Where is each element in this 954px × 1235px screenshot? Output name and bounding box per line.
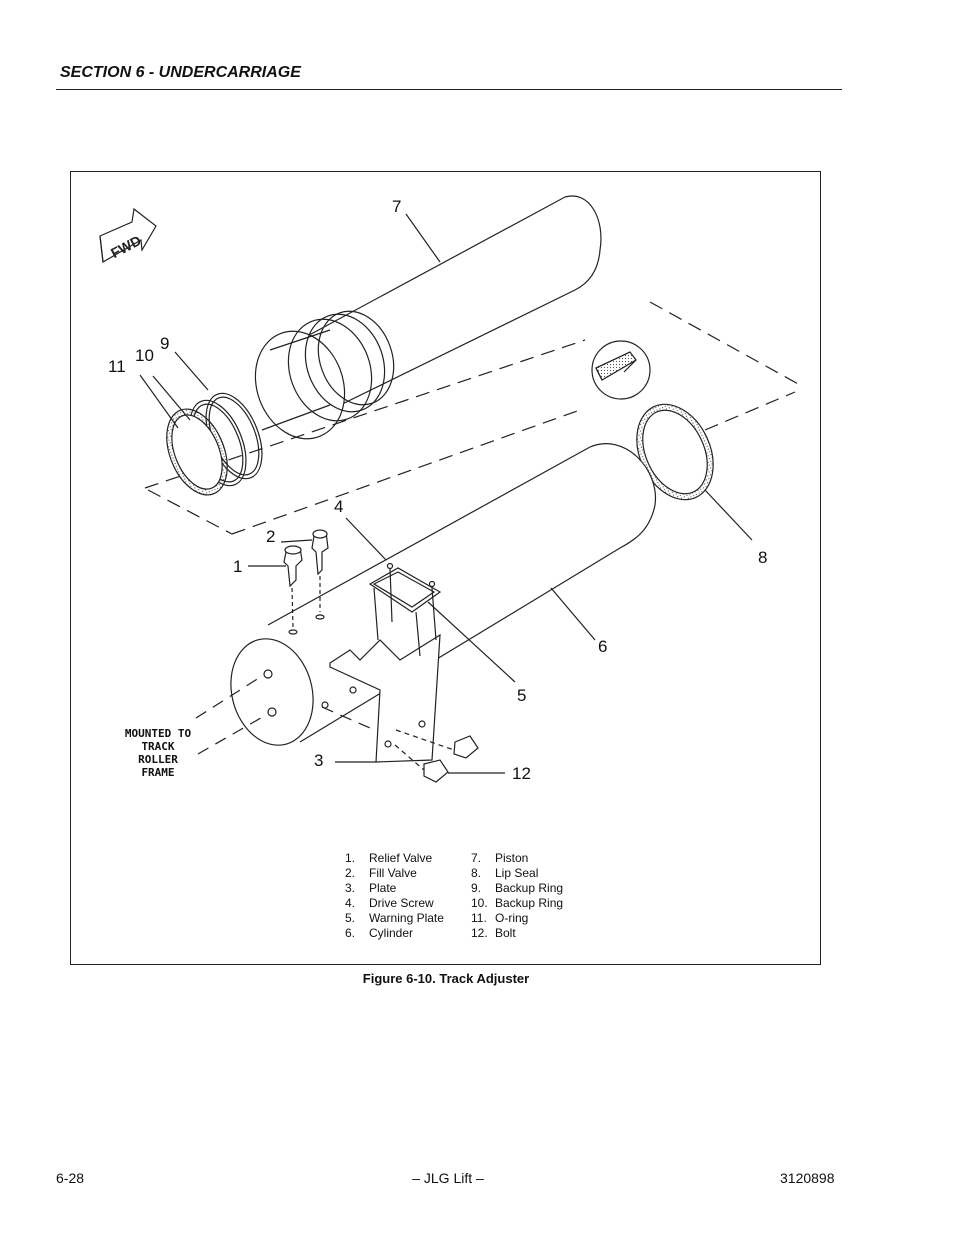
legend-item: 1.Relief Valve bbox=[345, 851, 433, 865]
footer-center: – JLG Lift – bbox=[412, 1170, 484, 1186]
callout-10: 10 bbox=[135, 346, 154, 365]
section-title: SECTION 6 - UNDERCARRIAGE bbox=[60, 64, 301, 81]
warning-plate bbox=[368, 562, 442, 657]
cylinder bbox=[230, 443, 657, 746]
callout-1: 1 bbox=[233, 557, 243, 576]
callout-11: 11 bbox=[108, 357, 126, 376]
mounted-note: MOUNTED TO TRACK ROLLER FRAME bbox=[124, 727, 192, 779]
header-divider bbox=[56, 89, 842, 90]
legend-item: 8.Lip Seal bbox=[471, 866, 539, 880]
mounting-plate bbox=[329, 633, 441, 763]
legend-item: 7.Piston bbox=[471, 851, 529, 865]
callout-4: 4 bbox=[334, 497, 344, 516]
legend-item: 6.Cylinder bbox=[345, 926, 414, 940]
legend-item: 2.Fill Valve bbox=[345, 866, 417, 880]
piston bbox=[254, 195, 602, 440]
fwd-arrow-icon: FWD bbox=[99, 207, 157, 263]
figure-frame bbox=[70, 171, 821, 965]
legend-item: 10.Backup Ring bbox=[471, 896, 564, 910]
figure-caption: Figure 6-10. Track Adjuster bbox=[362, 971, 530, 986]
fill-valve bbox=[311, 529, 329, 620]
ring-set bbox=[166, 392, 263, 496]
callout-5: 5 bbox=[517, 686, 527, 705]
legend-left-column: 1.Relief Valve 2.Fill Valve 3.Plate 4.Dr… bbox=[345, 851, 444, 941]
callout-6: 6 bbox=[598, 637, 608, 656]
legend-item: 4.Drive Screw bbox=[345, 896, 434, 910]
callout-7: 7 bbox=[392, 197, 402, 216]
callout-2: 2 bbox=[266, 527, 276, 546]
legend-item: 3.Plate bbox=[345, 881, 397, 895]
page-number: 6-28 bbox=[56, 1170, 85, 1186]
legend-right-column: 7.Piston 8.Lip Seal 9.Backup Ring 10.Bac… bbox=[471, 851, 563, 941]
exploded-view-boundary bbox=[144, 301, 801, 535]
relief-valve bbox=[283, 545, 303, 635]
bolt bbox=[394, 729, 479, 783]
legend-item: 12.Bolt bbox=[471, 926, 516, 940]
callout-9: 9 bbox=[160, 334, 170, 353]
callout-12: 12 bbox=[512, 764, 531, 783]
legend-item: 11.O-ring bbox=[471, 911, 529, 925]
callout-8: 8 bbox=[758, 548, 768, 567]
legend-item: 9.Backup Ring bbox=[471, 881, 564, 895]
callout-3: 3 bbox=[314, 751, 324, 770]
lip-seal bbox=[591, 340, 714, 501]
legend-item: 5.Warning Plate bbox=[345, 911, 444, 925]
document-number: 3120898 bbox=[780, 1170, 835, 1186]
